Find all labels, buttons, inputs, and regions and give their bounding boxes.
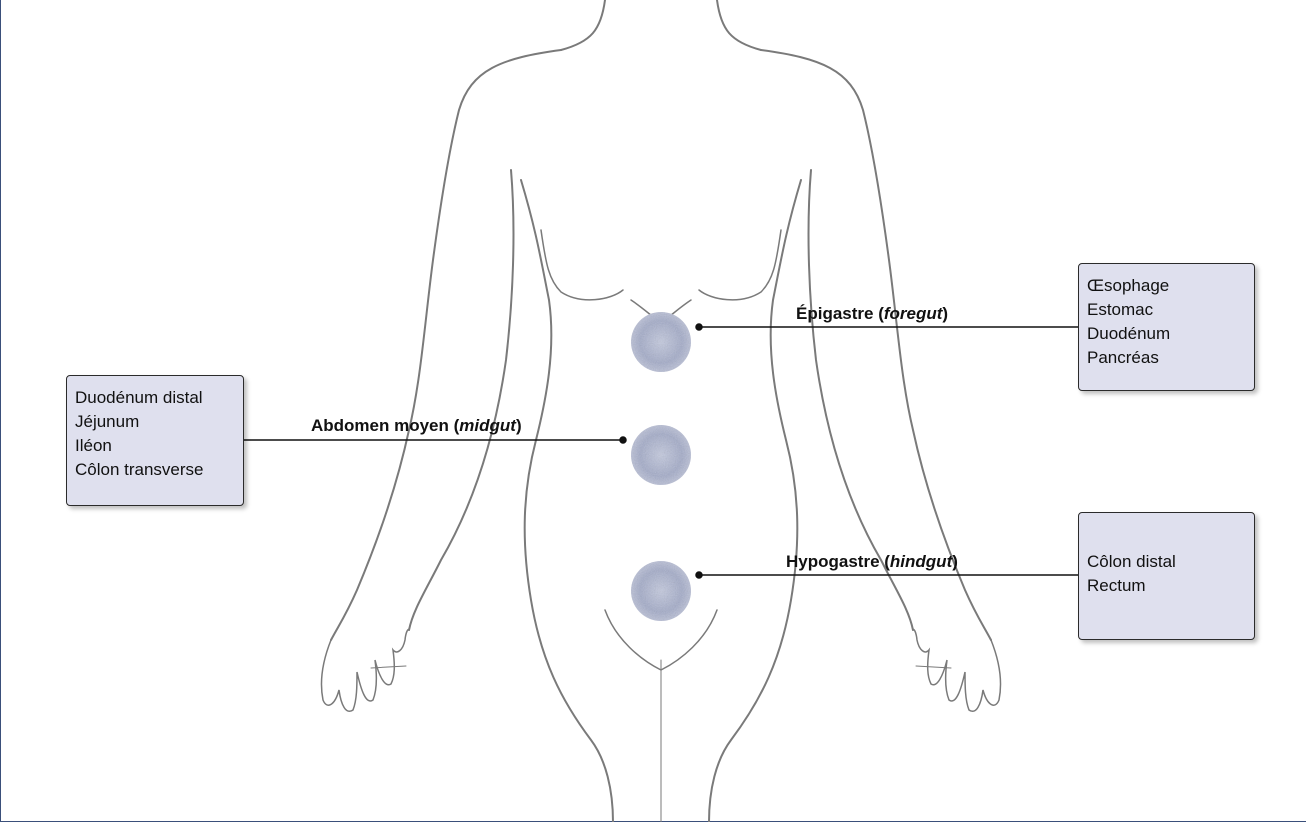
- hindgut-label-end: ): [952, 552, 958, 571]
- organ-item: Pancréas: [1087, 346, 1246, 370]
- organ-item: Côlon transverse: [75, 458, 235, 482]
- organ-item: Duodénum distal: [75, 386, 235, 410]
- midgut-label-end: ): [516, 416, 522, 435]
- epigastre-label-end: ): [942, 304, 948, 323]
- organ-item: Côlon distal: [1087, 550, 1246, 574]
- hindgut-leader-dot: [696, 572, 702, 578]
- organ-item: Œsophage: [1087, 274, 1246, 298]
- region-dots: [631, 312, 691, 621]
- hindgut-organ-box: Côlon distal Rectum: [1078, 512, 1255, 640]
- epigastre-organ-box: Œsophage Estomac Duodénum Pancréas: [1078, 263, 1255, 391]
- epigastre-label-italic: foregut: [884, 304, 943, 323]
- organ-item: Jéjunum: [75, 410, 235, 434]
- body-outline: [321, 0, 1000, 822]
- epigastre-label: Épigastre (foregut): [796, 304, 948, 324]
- hindgut-label-text: Hypogastre (: [786, 552, 890, 571]
- midgut-organ-box: Duodénum distal Jéjunum Iléon Côlon tran…: [66, 375, 244, 506]
- midgut-label-italic: midgut: [459, 416, 516, 435]
- hindgut-label-italic: hindgut: [890, 552, 952, 571]
- epigastre-leader-dot: [696, 324, 702, 330]
- organ-item: Rectum: [1087, 574, 1246, 598]
- organ-item: Estomac: [1087, 298, 1246, 322]
- hindgut-label: Hypogastre (hindgut): [786, 552, 958, 572]
- organ-item: Duodénum: [1087, 322, 1246, 346]
- midgut-label-text: Abdomen moyen (: [311, 416, 459, 435]
- midgut-leader-dot: [620, 437, 626, 443]
- epigastre-label-text: Épigastre (: [796, 304, 884, 323]
- organ-item: Iléon: [75, 434, 235, 458]
- midgut-label: Abdomen moyen (midgut): [311, 416, 522, 436]
